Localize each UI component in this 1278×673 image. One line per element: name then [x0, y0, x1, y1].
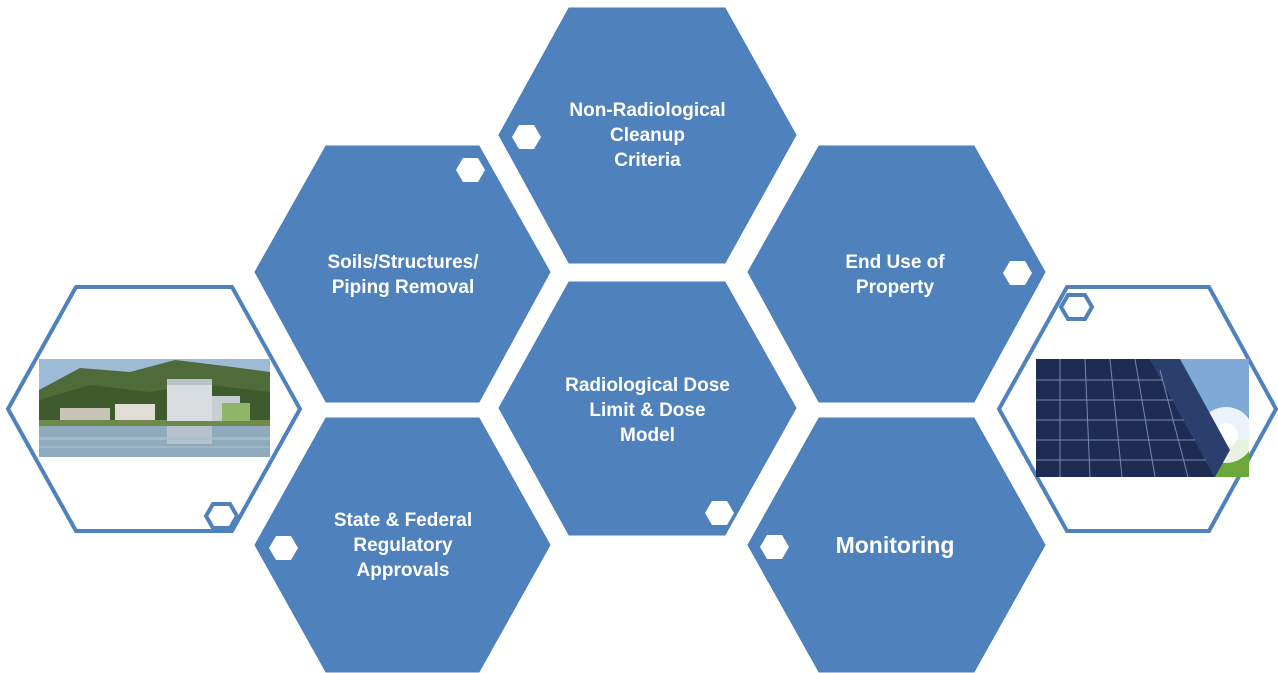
nuclear-plant-photo — [39, 359, 270, 457]
solar-panel-photo — [1036, 358, 1254, 478]
hexagon-label-regulatory: State & Federal Regulatory Approvals — [293, 490, 513, 600]
small-hexagon-icon — [269, 536, 298, 560]
hexagon-monitoring — [747, 417, 1046, 673]
label-line: Non-Radiological — [569, 99, 726, 121]
label-line: Piping Removal — [331, 277, 475, 298]
label-line: State & Federal — [333, 509, 473, 531]
label-line: Approvals — [356, 559, 450, 581]
hexagon-end-use — [747, 145, 1046, 403]
label-line: Cleanup — [610, 124, 685, 146]
label-line: Soils/Structures/ — [327, 252, 479, 273]
small-hexagon-icon — [512, 125, 541, 149]
label-line: Property — [855, 277, 935, 298]
hexagon-label-monitoring: Monitoring — [795, 520, 995, 570]
small-hexagon-icon — [1003, 261, 1032, 285]
label-line: End Use of — [845, 252, 945, 273]
label-line: Limit & Dose — [589, 399, 706, 421]
label-line: Model — [620, 424, 675, 446]
label-line: Regulatory — [353, 534, 453, 556]
small-outline-hexagon-icon — [203, 502, 240, 530]
hexagon-soils — [254, 145, 551, 403]
small-hexagon-icon — [456, 158, 485, 182]
small-outline-hexagon-icon — [1058, 293, 1095, 321]
small-hexagon-icon — [760, 535, 789, 559]
hexagon-non-radiological — [498, 7, 797, 264]
hexagon-label-radiological-dose: Radiological Dose Limit & Dose Model — [540, 355, 755, 465]
hexagon-regulatory — [254, 417, 551, 673]
hexagon-label-soils: Soils/Structures/ Piping Removal — [293, 235, 513, 315]
hexagon-label-non-radiological: Non-Radiological Cleanup Criteria — [540, 80, 755, 190]
label-line: Radiological Dose — [565, 374, 730, 396]
small-hexagon-icon — [705, 501, 734, 525]
label-line: Criteria — [614, 149, 681, 171]
hexagon-label-end-use: End Use of Property — [795, 235, 995, 315]
label-line: Monitoring — [835, 531, 955, 558]
hexagon-radiological-dose — [498, 281, 797, 536]
